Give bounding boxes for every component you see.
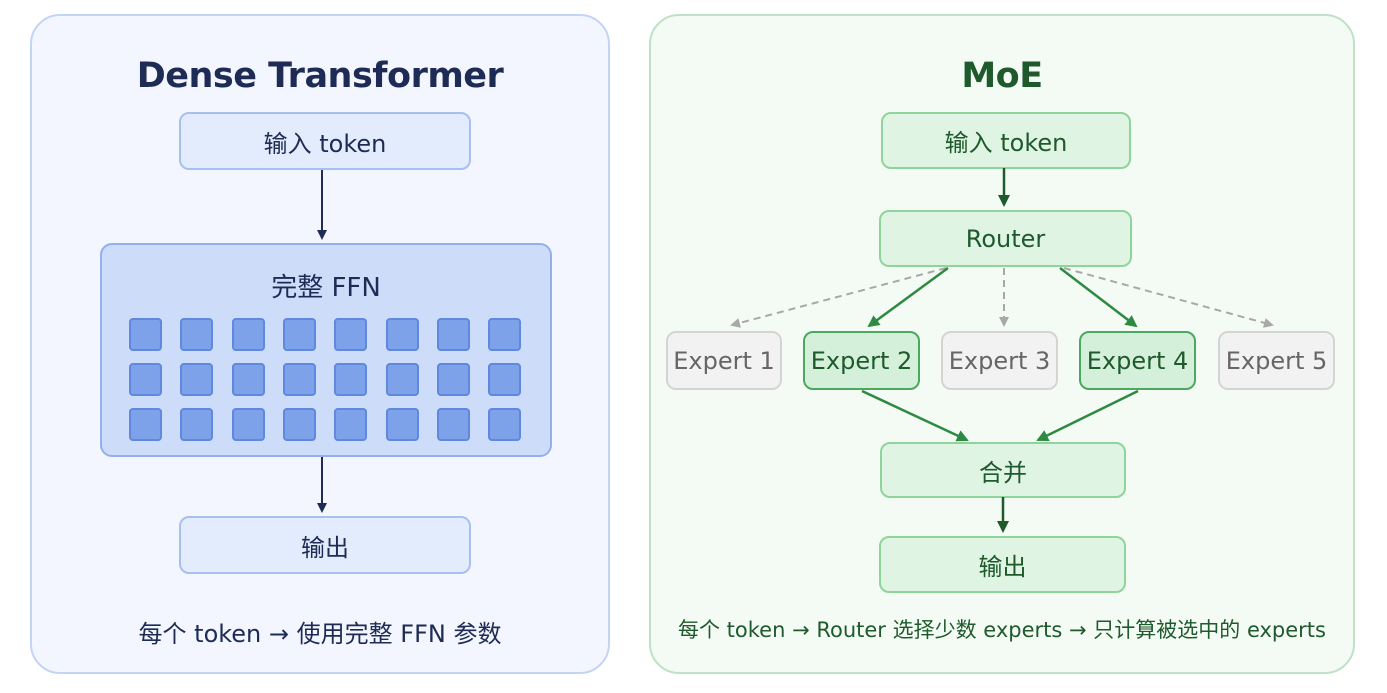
merge-box: 合并 [880, 442, 1126, 498]
moe-title: MoE [961, 56, 1043, 96]
ffn-neuron [334, 318, 368, 351]
dense-caption: 每个 token → 使用完整 FFN 参数 [138, 620, 502, 648]
ffn-neuron [334, 363, 368, 396]
expert-3-box: Expert 3 [941, 331, 1058, 390]
moe-input-token-box: 输入 token [881, 112, 1131, 169]
ffn-neuron [282, 318, 316, 351]
ffn-neuron [488, 363, 522, 396]
moe-panel: MoE 输入 token Router Expert 1 Expert 2 Ex… [649, 14, 1355, 674]
ffn-neuron [436, 318, 470, 351]
expert-4-box: Expert 4 [1079, 331, 1196, 390]
ffn-neuron [129, 408, 162, 441]
dense-title: Dense Transformer [136, 56, 504, 96]
ffn-neuron [231, 318, 265, 351]
ffn-neuron [231, 363, 265, 396]
ffn-neuron [180, 318, 214, 351]
expert-2-box: Expert 2 [803, 331, 920, 390]
ffn-neuron [488, 408, 522, 441]
ffn-neuron [282, 363, 316, 396]
dense-transformer-panel: Dense Transformer 输入 token 完整 FFN 输出 每个 … [30, 14, 610, 674]
expert-1-box: Expert 1 [666, 331, 782, 390]
full-ffn-block: 完整 FFN [100, 243, 552, 457]
ffn-neuron [282, 408, 316, 441]
ffn-neuron [180, 408, 214, 441]
ffn-neuron [436, 363, 470, 396]
ffn-title: 完整 FFN [271, 273, 381, 303]
dense-output-box: 输出 [179, 516, 471, 574]
ffn-neuron [129, 363, 162, 396]
ffn-neuron [385, 408, 419, 441]
ffn-neuron [334, 408, 368, 441]
moe-caption: 每个 token → Router 选择少数 experts → 只计算被选中的… [678, 618, 1326, 642]
dense-input-token-box: 输入 token [179, 112, 471, 170]
ffn-neuron [488, 318, 522, 351]
expert-5-box: Expert 5 [1218, 331, 1335, 390]
moe-output-box: 输出 [879, 536, 1126, 593]
ffn-neuron [180, 363, 214, 396]
ffn-neuron [385, 363, 419, 396]
ffn-neuron [385, 318, 419, 351]
ffn-neuron [129, 318, 162, 351]
ffn-neuron [436, 408, 470, 441]
router-box: Router [879, 210, 1132, 267]
ffn-neuron [231, 408, 265, 441]
